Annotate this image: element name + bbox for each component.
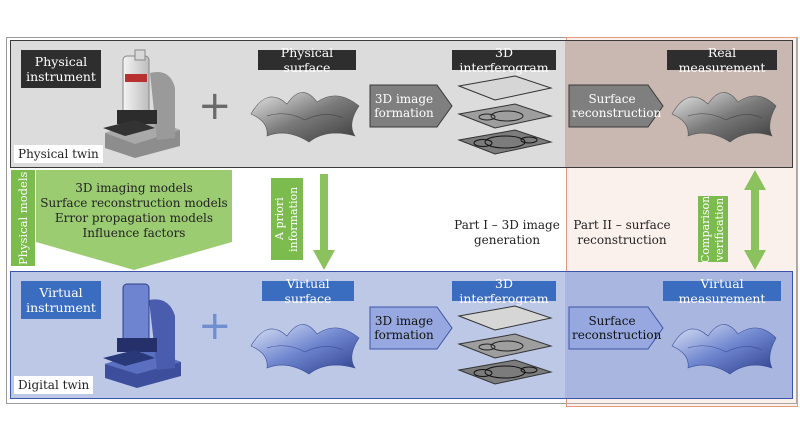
digital-twin-label: Digital twin [14,376,94,394]
physical-surface-label: Physical surface [258,45,356,75]
physical-interferogram-label: 3D interferogram [452,45,556,75]
comparison-verification-label: Comparison verification [698,195,728,263]
virtual-formation-label: 3D image formation [374,314,434,342]
physical-formation-label: 3D image formation [374,92,434,120]
real-measurement-surface-icon [671,92,777,143]
physical-models-label: Physical models [11,170,35,266]
model-item: Surface reconstruction models [40,196,228,210]
virtual-measurement-surface-icon [671,324,777,375]
a-priori-down-arrow [313,174,335,270]
model-item: Error propagation models [54,211,214,225]
physical-instrument-label: Physical instrument [21,50,101,88]
model-item: Influence factors [82,226,186,240]
virtual-formation-arrow [369,306,453,350]
virtual-instrument-label: Virtual instrument [21,281,101,319]
virtual-surface-label: Virtual surface [262,276,354,306]
physical-reconstruction-arrow [568,84,664,128]
model-item: 3D imaging models [75,181,193,195]
physical-reconstruction-label: Surface reconstruction [572,92,662,120]
physical-interferogram-stack-icon [457,75,553,155]
part2-label: Part II – surface reconstruction [573,218,671,247]
comparison-double-arrow [744,170,766,270]
virtual-interferogram-label: 3D interferogram [452,276,556,306]
virtual-interferogram-stack-icon [457,305,553,385]
virtual-reconstruction-arrow [568,306,664,350]
physical-models-arrow [36,170,232,270]
physical-formation-arrow [369,84,453,128]
part1-label: Part I – 3D image generation [454,218,560,247]
virtual-microscope-icon [103,283,181,388]
real-measurement-label: Real measurement [667,45,777,75]
diagram-frame [6,37,797,404]
plus-icon-virtual: + [198,303,232,349]
physical-surface-icon [250,92,360,143]
a-priori-label: A priori information [271,178,303,260]
virtual-surface-icon [250,324,360,375]
physical-twin-label: Physical twin [14,145,103,163]
plus-icon-physical: + [198,83,232,129]
physical-microscope-icon [103,49,180,158]
virtual-measurement-label: Virtual measurement [663,276,781,306]
virtual-reconstruction-label: Surface reconstruction [572,314,662,342]
